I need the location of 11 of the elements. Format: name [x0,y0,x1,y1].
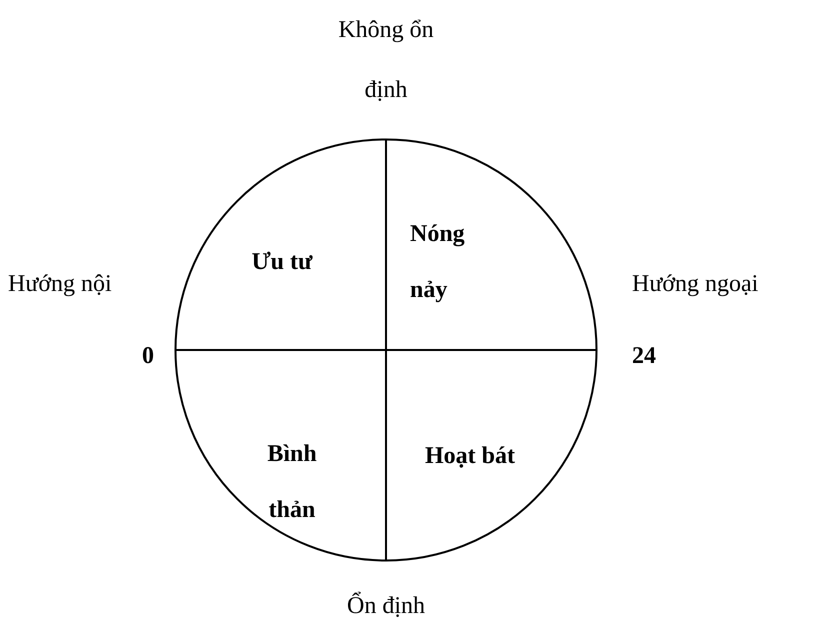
axis-label: Hướng nội [8,270,113,299]
axis-label: Hướng ngoại [632,270,760,299]
quadrant-label: Nóng nảy [410,206,490,318]
scale-value: 0 [142,342,155,371]
quadrant-label: Hoạt bát [424,428,516,484]
axis-label: Ổn định [346,590,426,621]
axis-label: Không ổn định [337,16,435,105]
quadrant-label: Bình thản [246,426,338,538]
quadrant-circle [174,138,598,562]
quadrant-label: Ưu tư [236,234,328,290]
scale-value: 24 [632,342,657,371]
